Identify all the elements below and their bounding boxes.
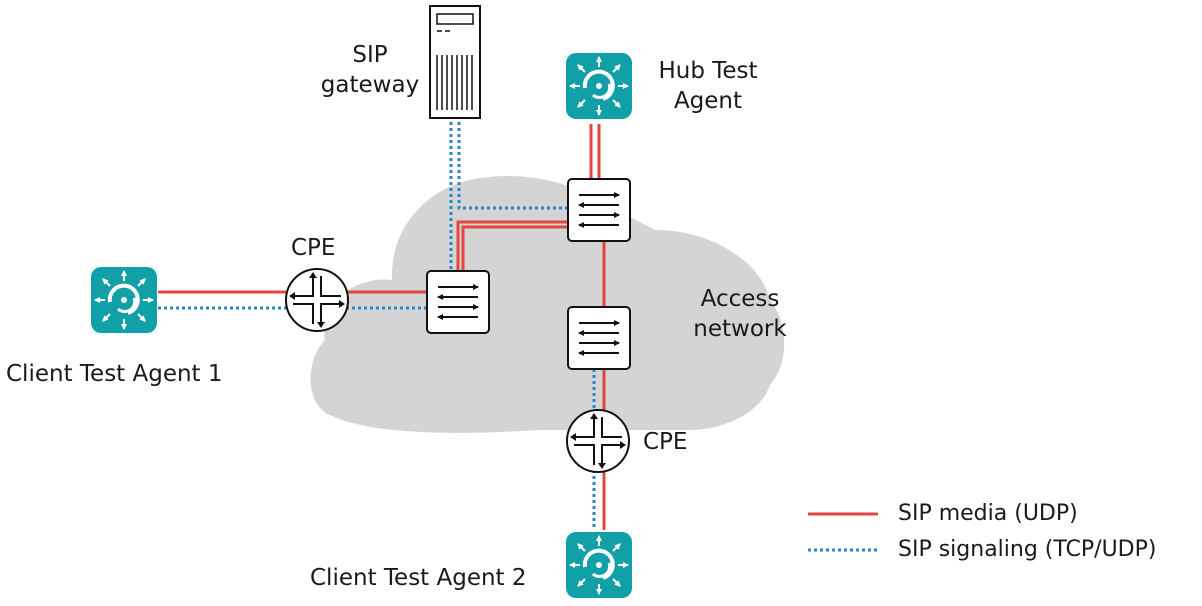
access-network-label-line2: network [693,316,787,342]
hub-test-agent-label: Hub Test Agent [648,56,768,116]
sip-media-links [158,124,606,530]
client-test-agent-1-icon [91,267,157,333]
switch-top-icon [568,179,630,241]
access-network-label-line1: Access [700,286,780,312]
sip-gateway-label-line2: gateway [320,72,420,98]
client-test-agent-2-icon [566,532,632,598]
hub-test-agent-icon [566,53,632,119]
cpe-left-label: CPE [291,235,336,261]
client-test-agent-2-label: Client Test Agent 2 [310,565,527,591]
cpe-left-router-icon [285,268,349,332]
sip-gateway-server-icon [429,5,481,119]
cpe-bottom-router-icon [566,409,630,473]
sip-signaling-links [158,122,596,530]
cpe-bottom-label: CPE [643,429,688,455]
legend-signaling-label: SIP signaling (TCP/UDP) [898,537,1157,562]
legend-media-label: SIP media (UDP) [898,501,1078,526]
hub-test-agent-label-line1: Hub Test [658,58,758,84]
hub-test-agent-label-line2: Agent [673,88,743,114]
sip-gateway-label-line1: SIP [352,42,388,68]
access-network-cloud [310,175,785,433]
client-test-agent-1-label: Client Test Agent 1 [6,361,223,387]
switch-middle-icon [568,307,630,369]
access-network-label: Access network [680,284,800,344]
switch-left-icon [427,271,489,333]
sip-gateway-label: SIP gateway [320,40,420,100]
